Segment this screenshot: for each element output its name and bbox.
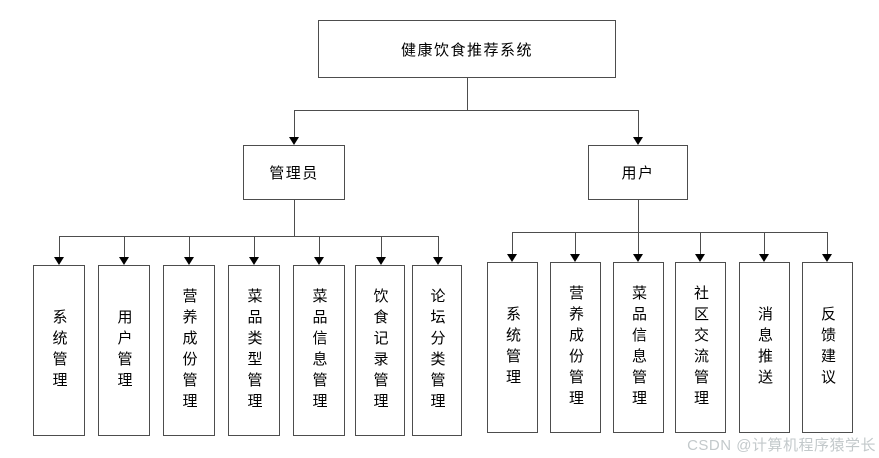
node-admin-child-diet-record-mgmt: 饮食记录管理 bbox=[355, 265, 405, 436]
node-label: 系统管理 bbox=[504, 305, 521, 390]
arrowhead-icon bbox=[759, 254, 769, 262]
node-label: 系统管理 bbox=[50, 308, 68, 393]
node-label: 菜品信息管理 bbox=[630, 284, 647, 411]
node-label: 论坛分类管理 bbox=[428, 287, 446, 414]
node-admin-child-nutrition-mgmt: 营养成份管理 bbox=[163, 265, 215, 436]
connector-line bbox=[700, 232, 701, 254]
node-label: 菜品信息管理 bbox=[310, 287, 328, 414]
node-label: 菜品类型管理 bbox=[245, 287, 263, 414]
node-label: 反馈建议 bbox=[819, 305, 836, 390]
connector-line bbox=[294, 110, 639, 111]
connector-line bbox=[512, 232, 513, 254]
connector-line bbox=[638, 232, 639, 254]
node-user-child-system-mgmt: 系统管理 bbox=[487, 262, 538, 433]
node-admin-child-user-mgmt: 用户管理 bbox=[98, 265, 150, 436]
node-admin-child-system-mgmt: 系统管理 bbox=[33, 265, 85, 436]
node-label: 营养成份管理 bbox=[567, 284, 584, 411]
node-label: 社区交流管理 bbox=[692, 284, 709, 411]
node-label: 用户管理 bbox=[115, 308, 133, 393]
node-admin: 管理员 bbox=[243, 145, 345, 200]
node-user: 用户 bbox=[588, 145, 688, 200]
connector-line bbox=[294, 200, 295, 236]
arrowhead-icon bbox=[54, 257, 64, 265]
node-user-child-dish-info-mgmt: 菜品信息管理 bbox=[613, 262, 664, 433]
node-admin-label: 管理员 bbox=[269, 165, 319, 182]
arrowhead-icon bbox=[507, 254, 517, 262]
node-user-child-nutrition-mgmt: 营养成份管理 bbox=[550, 262, 601, 433]
connector-line bbox=[254, 236, 255, 257]
arrowhead-icon bbox=[570, 254, 580, 262]
connector-line bbox=[764, 232, 765, 254]
connector-line bbox=[827, 232, 828, 254]
node-admin-child-dish-info-mgmt: 菜品信息管理 bbox=[293, 265, 345, 436]
arrowhead-icon bbox=[633, 254, 643, 262]
arrowhead-icon bbox=[695, 254, 705, 262]
node-user-child-feedback: 反馈建议 bbox=[802, 262, 853, 433]
node-admin-child-forum-category-mgmt: 论坛分类管理 bbox=[412, 265, 462, 436]
connector-line bbox=[381, 236, 382, 257]
arrowhead-icon bbox=[119, 257, 129, 265]
arrowhead-icon bbox=[184, 257, 194, 265]
node-root: 健康饮食推荐系统 bbox=[318, 20, 616, 78]
arrowhead-icon bbox=[633, 137, 643, 145]
node-label: 消息推送 bbox=[756, 305, 773, 390]
connector-line bbox=[189, 236, 190, 257]
node-admin-child-dish-type-mgmt: 菜品类型管理 bbox=[228, 265, 280, 436]
csdn-watermark: CSDN @计算机程序猿学长 bbox=[687, 437, 876, 454]
arrowhead-icon bbox=[822, 254, 832, 262]
arrowhead-icon bbox=[376, 257, 386, 265]
arrowhead-icon bbox=[289, 137, 299, 145]
node-root-label: 健康饮食推荐系统 bbox=[400, 41, 533, 59]
connector-line bbox=[512, 232, 828, 233]
connector-line bbox=[319, 236, 320, 257]
arrowhead-icon bbox=[433, 257, 443, 265]
connector-line bbox=[467, 78, 468, 110]
connector-line bbox=[638, 200, 639, 232]
node-user-child-message-push: 消息推送 bbox=[739, 262, 790, 433]
connector-line bbox=[124, 236, 125, 257]
node-label: 营养成份管理 bbox=[180, 287, 198, 414]
node-user-child-community-mgmt: 社区交流管理 bbox=[675, 262, 726, 433]
connector-line bbox=[575, 232, 576, 254]
connector-line bbox=[294, 110, 295, 138]
arrowhead-icon bbox=[314, 257, 324, 265]
connector-line bbox=[59, 236, 439, 237]
connector-line bbox=[638, 110, 639, 138]
node-user-label: 用户 bbox=[621, 165, 655, 182]
connector-line bbox=[59, 236, 60, 257]
connector-line bbox=[438, 236, 439, 257]
node-label: 饮食记录管理 bbox=[371, 287, 389, 414]
arrowhead-icon bbox=[249, 257, 259, 265]
